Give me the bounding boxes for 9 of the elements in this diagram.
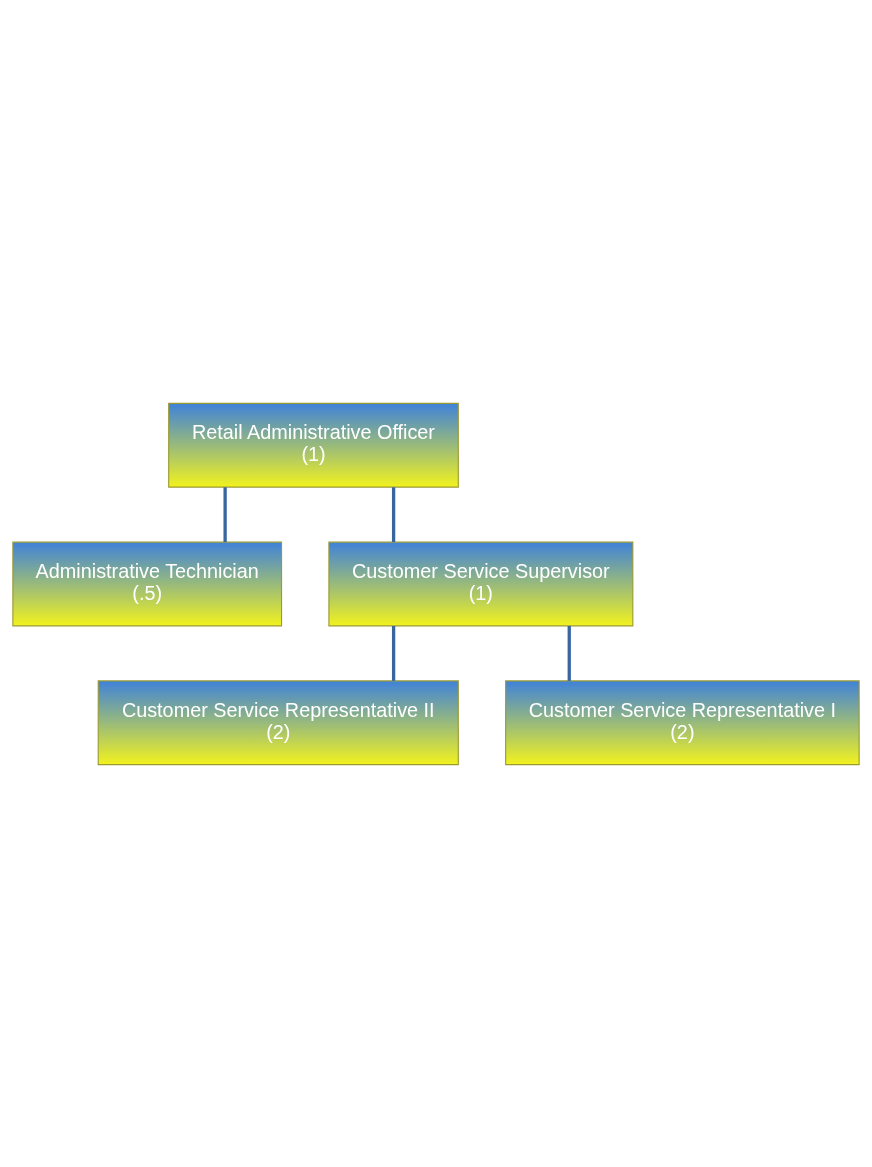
node-box: Retail Administrative Officer (1) <box>168 402 459 488</box>
node-box: Customer Service Representative I (2) <box>505 679 860 765</box>
node-box: Customer Service Supervisor (1) <box>328 541 634 626</box>
node-box: Customer Service Representative II (2) <box>97 679 459 765</box>
connector <box>223 486 227 542</box>
node-box: Administrative Technician (.5) <box>12 541 283 626</box>
connector <box>567 625 571 681</box>
connector <box>391 625 396 681</box>
connector <box>391 486 396 542</box>
